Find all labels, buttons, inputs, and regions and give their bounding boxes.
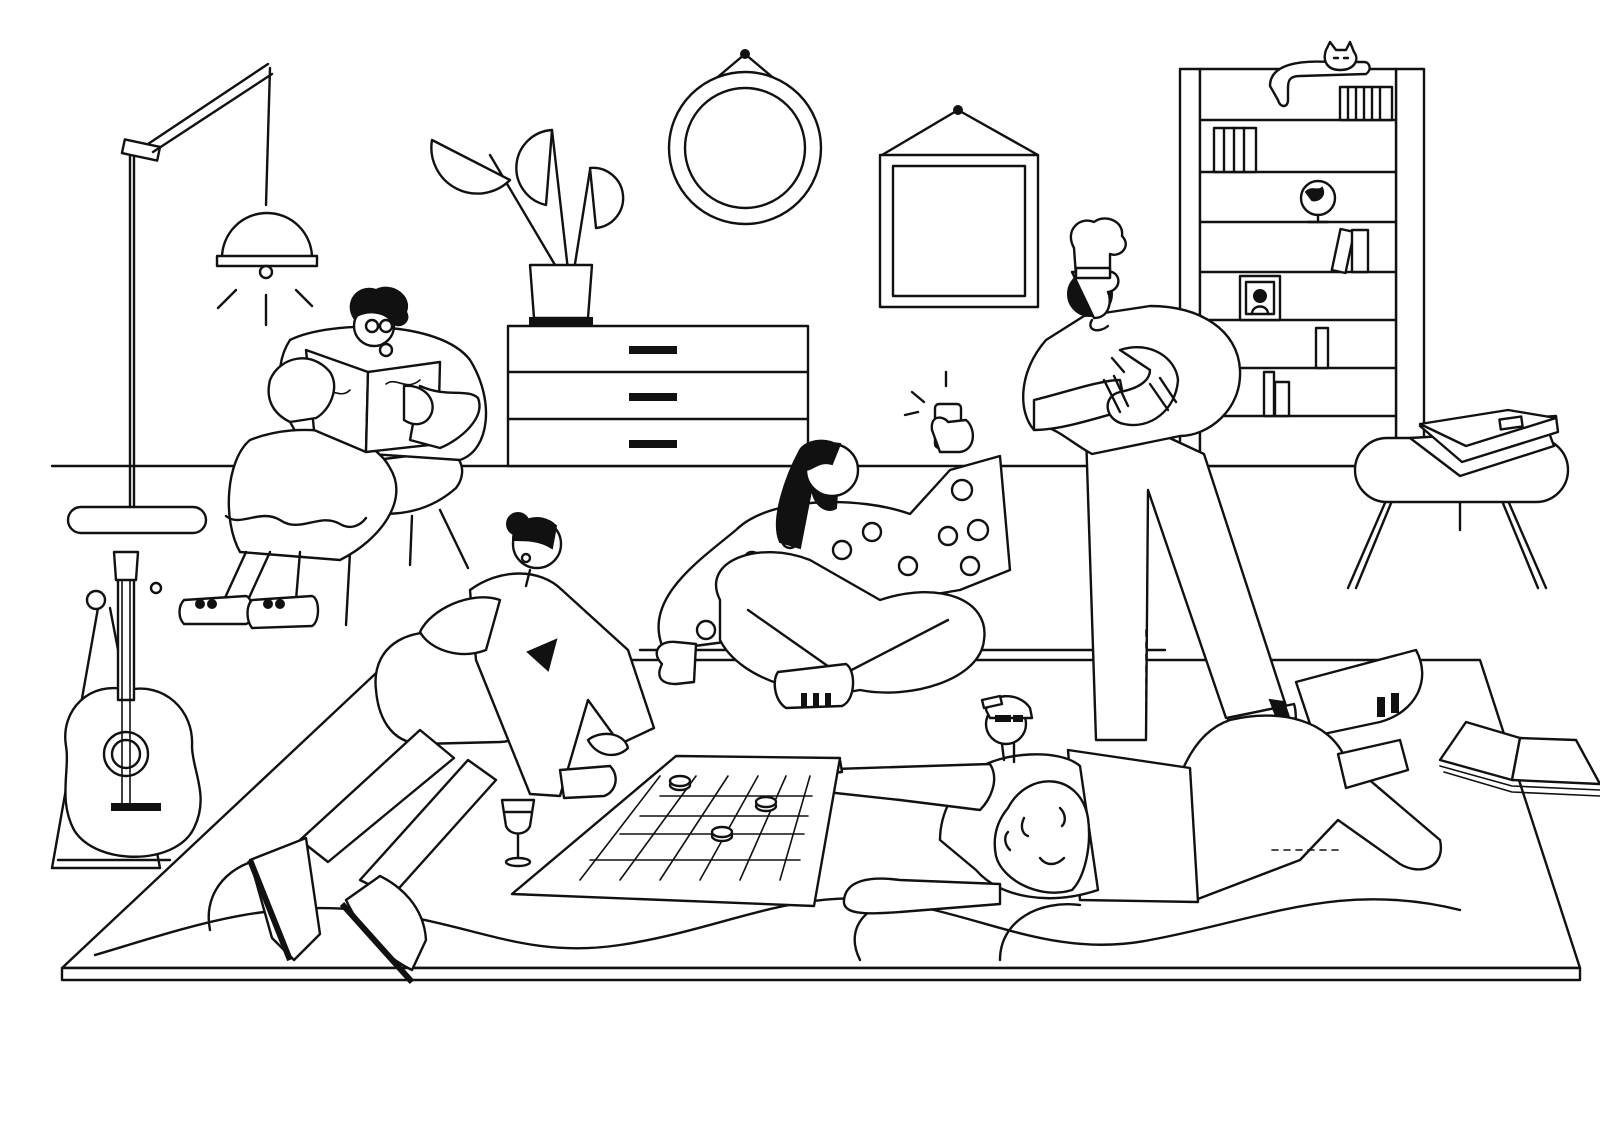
chef-standing <box>1022 217 1297 770</box>
wine-glass <box>500 798 536 868</box>
cat <box>1268 40 1371 108</box>
man-lying-with-cap <box>798 648 1443 915</box>
reading-person-in-chair <box>178 286 488 630</box>
framed-picture <box>878 105 1040 309</box>
portrait-frame <box>1238 274 1282 322</box>
round-mirror <box>667 49 823 226</box>
floor-lamp <box>66 62 319 535</box>
stacked-books <box>1408 408 1560 478</box>
woman-sitting-on-rug <box>247 512 656 985</box>
globe <box>1299 179 1337 224</box>
open-book <box>1438 720 1600 797</box>
board-game <box>510 754 842 908</box>
dresser <box>506 324 810 468</box>
guitar <box>50 550 202 870</box>
person-with-phone <box>655 370 1012 710</box>
potted-plant <box>430 128 625 327</box>
